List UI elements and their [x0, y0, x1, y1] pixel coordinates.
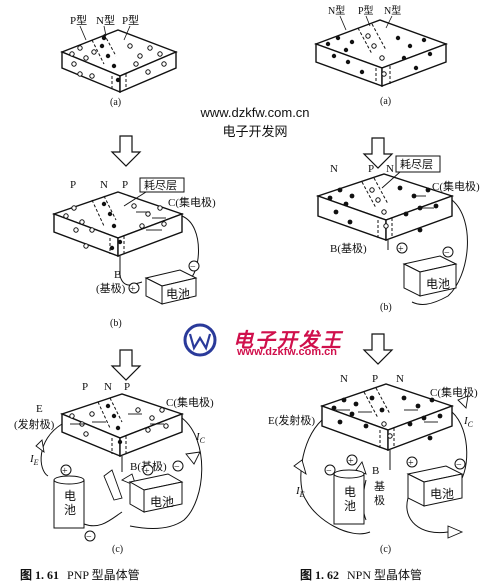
npn-c-base-name-text: 基: [374, 480, 385, 493]
npn-figure-caption: 图 1. 62 NPN 型晶体管: [300, 566, 422, 583]
pnp-a-label-p1: P型: [70, 13, 87, 27]
pnp-b-base-name: (基极): [96, 281, 126, 295]
npn-c-ie-sub: E: [299, 490, 305, 499]
npn-b-label-p: P: [368, 163, 374, 175]
npn-b-plus: +: [398, 244, 404, 255]
pnp-b-minus: −: [190, 262, 196, 273]
pnp-c-ie-letter: I: [29, 453, 35, 465]
pnp-down-arrow-1: [110, 135, 142, 167]
pnp-b-plus: +: [130, 284, 136, 295]
npn-c-base-name-text-line: 极: [374, 493, 385, 507]
watermark-site-name: 电子开发网: [222, 124, 288, 139]
npn-block-c: N P N E(发射极) C(集电极) IE IC B 基 极 电 池 − + …: [268, 373, 478, 555]
watermark-logo-icon: [183, 323, 217, 357]
npn-c-plus1: +: [348, 456, 354, 467]
npn-b-base-label: B(基极): [330, 241, 367, 255]
pnp-b-collector-label: C(集电极): [168, 195, 216, 209]
pnp-figure-caption: 图 1. 61 PNP 型晶体管: [20, 566, 140, 583]
pnp-a-label-p2: P型: [122, 13, 139, 27]
pnp-c-ie: IE: [29, 453, 39, 467]
pnp-c-ie-sub: E: [33, 458, 39, 467]
pnp-block-b: P N P 耗尽层 C(集电极) B (基极) 电池 + − (b): [51, 177, 216, 329]
npn-c-base-name: 基 极: [374, 480, 388, 507]
npn-c-ie-letter: I: [295, 485, 301, 497]
watermark-logo-url: www.dzkfw.com.cn: [236, 346, 338, 358]
pnp-b-depletion-callout: 耗尽层: [144, 179, 177, 192]
pnp-b-battery-label: 电池: [166, 287, 190, 301]
npn-c-label-n1: N: [340, 373, 348, 385]
pnp-caption-number: 图 1. 61: [20, 568, 60, 582]
pnp-b-base-letter: B: [114, 269, 121, 281]
pnp-b-label-p1: P: [70, 179, 76, 191]
npn-c-sublabel: (c): [380, 544, 391, 555]
pnp-c-sublabel: (c): [112, 544, 123, 555]
npn-caption-number: 图 1. 62: [300, 568, 340, 582]
npn-b-collector-label: C(集电极): [432, 179, 480, 193]
pnp-b-label-n: N: [100, 179, 108, 191]
pnp-block-c: P N P E (发射极) C(集电极) IE IC B(基极) 电 池 + −…: [14, 381, 214, 555]
pnp-c-battery1-text: 电: [64, 489, 76, 503]
pnp-b-sublabel: (b): [110, 318, 122, 329]
npn-c-battery1-text: 电: [344, 485, 356, 499]
pnp-c-label-p2: P: [124, 381, 130, 393]
npn-a-label-p: P型: [358, 4, 374, 17]
npn-a-label-n1: N型: [328, 4, 345, 17]
npn-b-label-n2: N: [386, 163, 394, 175]
pnp-c-label-p1: P: [82, 381, 88, 393]
npn-b-depletion-callout: 耗尽层: [400, 158, 433, 171]
pnp-c-plus2: +: [144, 466, 150, 477]
npn-b-sublabel: (b): [380, 302, 392, 313]
npn-c-plus2: +: [408, 458, 414, 469]
pnp-a-sublabel: (a): [110, 97, 121, 108]
npn-caption-text: NPN 型晶体管: [347, 568, 423, 582]
watermark-url: www.dzkfw.com.cn: [200, 105, 310, 120]
pnp-c-label-n: N: [104, 381, 112, 393]
npn-block-a: N型 P型 N型 (a): [313, 4, 449, 107]
pnp-c-collector-label: C(集电极): [166, 395, 214, 409]
pnp-c-emitter-letter: E: [36, 403, 43, 415]
npn-a-sublabel: (a): [380, 96, 391, 107]
npn-c-minus1: −: [326, 466, 332, 477]
npn-down-arrow-2: [362, 333, 394, 365]
npn-c-collector-label: C(集电极): [430, 385, 478, 399]
npn-c-ic: IC: [463, 415, 474, 429]
npn-a-label-n2: N型: [384, 4, 401, 17]
pnp-c-battery1-label: 电 池: [64, 489, 79, 517]
npn-b-battery-label: 电池: [426, 277, 450, 291]
npn-down-arrow-1: [362, 137, 394, 169]
npn-c-battery1-text-line: 池: [344, 499, 356, 513]
pnp-c-ic-sub: C: [200, 436, 206, 445]
pnp-a-label-n: N型: [96, 13, 115, 27]
npn-block-b: N P N 耗尽层 C(集电极) B(基极) 电池 + − (b): [315, 155, 480, 313]
npn-c-base-letter: B: [372, 465, 379, 477]
npn-c-ie: IE: [295, 485, 305, 499]
pnp-c-plus1: +: [62, 466, 68, 477]
npn-c-label-n2: N: [396, 373, 404, 385]
pnp-c-emitter-name: (发射极): [14, 417, 55, 431]
pnp-caption-text: PNP 型晶体管: [67, 568, 140, 582]
pnp-c-ic: IC: [195, 431, 206, 445]
npn-c-battery1-label: 电 池: [344, 485, 359, 513]
npn-c-label-p: P: [372, 373, 378, 385]
npn-c-minus2: −: [456, 460, 462, 471]
pnp-c-battery2-label: 电池: [150, 495, 174, 509]
pnp-b-label-p2: P: [122, 179, 128, 191]
pnp-block-a: P型 N型 P型 (a): [60, 13, 178, 108]
npn-b-label-n1: N: [330, 163, 338, 175]
npn-b-minus: −: [444, 248, 450, 259]
watermark-logo-text: 电子开发王: [233, 330, 343, 352]
npn-c-battery2-label: 电池: [430, 487, 454, 501]
pnp-c-minus2: −: [174, 462, 180, 473]
npn-c-emitter-label: E(发射极): [268, 413, 315, 427]
pnp-down-arrow-2: [110, 349, 142, 381]
pnp-c-minus1: −: [86, 532, 92, 543]
pnp-c-ic-letter: I: [195, 431, 201, 443]
pnp-c-battery1-text-line: 池: [64, 503, 76, 517]
npn-c-ic-sub: C: [468, 420, 474, 429]
npn-c-ic-letter: I: [463, 415, 469, 427]
